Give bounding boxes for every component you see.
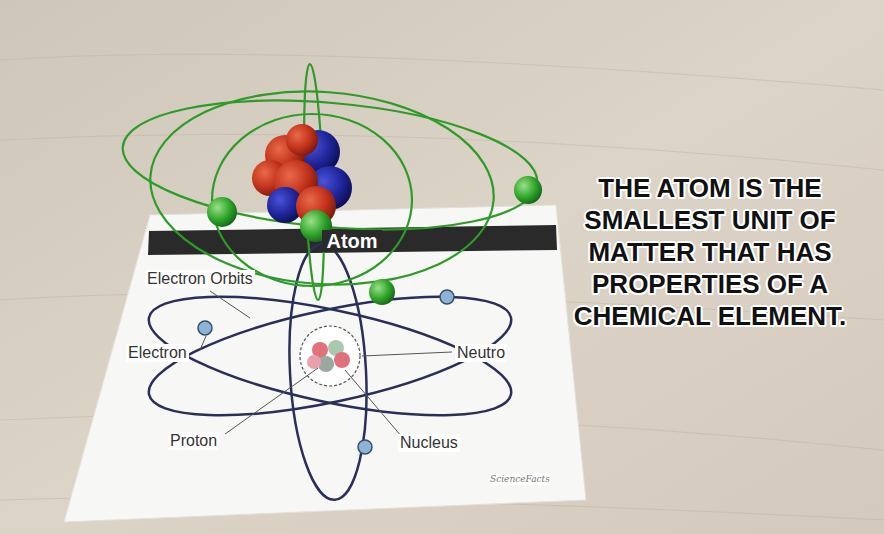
title-bar [148, 225, 557, 255]
watermark: ScienceFacts [490, 474, 550, 485]
ar-nucleus [252, 124, 352, 226]
part-label: Neutro [455, 344, 507, 362]
part-label: Electron Orbits [145, 270, 255, 288]
part-label: Proton [168, 432, 219, 450]
caption-overlay: THE ATOM IS THE SMALLEST UNIT OF MATTER … [540, 172, 880, 332]
part-label: Electron [126, 344, 189, 362]
printed-orbits [139, 242, 520, 502]
leader-lines [200, 291, 452, 437]
part-label: Nucleus [398, 434, 460, 452]
paper-sheet [64, 205, 586, 522]
ar-electrons [207, 176, 542, 305]
sheet-title: Atom [322, 230, 381, 252]
printed-electrons [198, 290, 454, 454]
ar-orbits [117, 64, 542, 300]
